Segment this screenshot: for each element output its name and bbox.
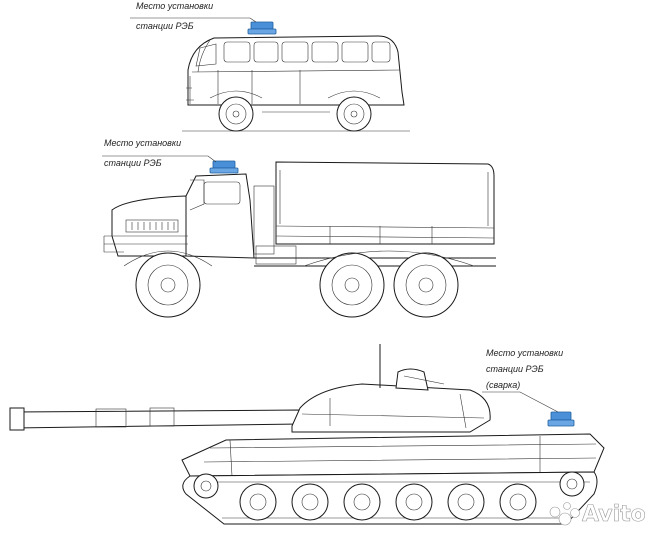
- truck-grille: [125, 219, 179, 233]
- tank-callout-line1: Место установки: [486, 348, 563, 358]
- tank-callout-line2: станции РЭБ: [486, 364, 544, 374]
- tank-drawing: Место установки станции РЭБ (сварка): [9, 344, 605, 525]
- tank-reb-beacon: [547, 411, 575, 427]
- truck-front-wheel: [135, 252, 201, 318]
- truck-middle-wheel: [319, 252, 385, 318]
- truck-callout-line1: Место установки: [104, 138, 181, 148]
- avito-watermark: Avito: [549, 502, 645, 527]
- van-rear-wheel: [336, 96, 372, 132]
- van-reb-beacon: [247, 21, 277, 35]
- van-drawing: Место установки станции РЭБ: [130, 1, 410, 132]
- van-callout-line2: станции РЭБ: [136, 21, 194, 31]
- tank-callout-line3: (сварка): [486, 380, 520, 390]
- van-front-wheel: [218, 96, 254, 132]
- van-callout-line1: Место установки: [136, 1, 213, 11]
- truck-reb-beacon: [209, 160, 239, 174]
- watermark-text: Avito: [582, 502, 645, 527]
- tank-gun: [9, 407, 301, 431]
- tank-road-wheels: [193, 471, 585, 521]
- truck-rear-wheel: [393, 252, 459, 318]
- truck-drawing: Место установки станции РЭБ: [102, 138, 496, 318]
- truck-callout-line2: станции РЭБ: [104, 158, 162, 168]
